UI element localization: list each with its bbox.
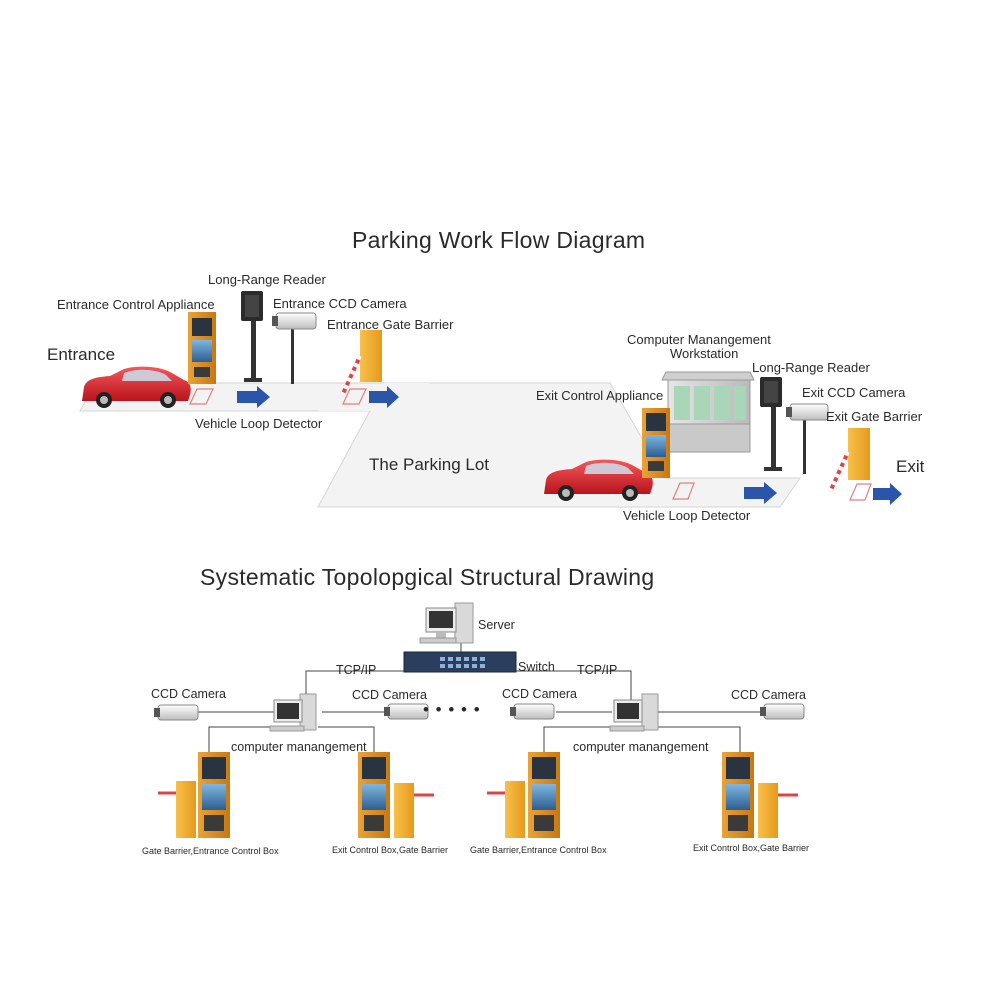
kiosk-icon-exit [642, 408, 670, 478]
kiosk-icon-entrance [188, 312, 216, 384]
server-label: Server [478, 618, 515, 632]
arrow-icon [369, 386, 399, 408]
unit-icon-4 [722, 752, 798, 838]
workstation-label-line1: Computer Manangement [627, 332, 771, 347]
protocol-label-right: TCP/IP [577, 663, 618, 677]
camera-icon-exit [786, 403, 829, 474]
network-lines [195, 640, 765, 752]
gate-barrier-icon-exit [828, 428, 870, 493]
camera-label-2: CCD Camera [352, 688, 428, 702]
booth-icon [661, 371, 755, 453]
camera-label-1: CCD Camera [151, 687, 227, 701]
gate-barrier-icon-entrance [340, 330, 382, 397]
exit-camera-label: Exit CCD Camera [802, 385, 906, 400]
switch-icon [403, 651, 517, 673]
workstation-label-line2: Workstation [670, 346, 739, 361]
ccd-camera-icon-1 [154, 704, 199, 721]
server-icon [419, 602, 474, 644]
exit-reader-label: Long-Range Reader [752, 360, 870, 375]
unit-label-2: Exit Control Box,Gate Barrier [332, 845, 449, 855]
arrow-icon [237, 386, 270, 408]
reader-icon-exit [760, 377, 782, 471]
entrance-barrier-label: Entrance Gate Barrier [327, 317, 454, 332]
entrance-loop-label: Vehicle Loop Detector [195, 416, 323, 431]
computer-label-left: computer manangement [231, 740, 367, 754]
unit-label-1: Gate Barrier,Entrance Control Box [142, 846, 279, 856]
topology-title: Systematic Topolopgical Structural Drawi… [200, 564, 655, 590]
car-icon-entrance [82, 366, 191, 408]
computer-icon-left [269, 693, 317, 732]
unit-label-3: Gate Barrier,Entrance Control Box [470, 845, 607, 855]
entrance-reader-label: Long-Range Reader [208, 272, 326, 287]
computer-label-right: computer manangement [573, 740, 709, 754]
workflow-title: Parking Work Flow Diagram [352, 227, 646, 253]
exit-label: Exit [896, 457, 925, 476]
entrance-label: Entrance [47, 345, 116, 364]
reader-icon-entrance [241, 291, 263, 382]
switch-label: Switch [518, 660, 555, 674]
ccd-camera-icon-4 [760, 703, 805, 720]
exit-barrier-label: Exit Gate Barrier [826, 409, 923, 424]
ccd-camera-icon-3 [510, 703, 555, 720]
unit-label-4: Exit Control Box,Gate Barrier [693, 843, 810, 853]
unit-icon-3 [487, 752, 560, 838]
direction-arrows [237, 386, 902, 505]
unit-icon-2 [358, 752, 434, 838]
car-icon-exit [544, 459, 653, 501]
unit-icon-1 [158, 752, 230, 838]
arrow-icon [873, 483, 902, 505]
ellipsis: • • • • • [423, 700, 481, 719]
ccd-camera-icon-2 [384, 703, 429, 720]
loop-detector-entrance [189, 388, 367, 405]
entrance-camera-label: Entrance CCD Camera [273, 296, 407, 311]
loop-detector-exit [672, 482, 872, 501]
camera-label-3: CCD Camera [502, 687, 578, 701]
parking-lot-label: The Parking Lot [369, 455, 490, 474]
camera-label-4: CCD Camera [731, 688, 807, 702]
exit-loop-label: Vehicle Loop Detector [623, 508, 751, 523]
exit-appliance-label: Exit Control Appliance [536, 388, 664, 403]
computer-icon-right [609, 693, 659, 732]
protocol-label-left: TCP/IP [336, 663, 377, 677]
camera-icon-entrance [272, 312, 317, 384]
arrow-icon [744, 482, 777, 504]
entrance-appliance-label: Entrance Control Appliance [57, 297, 215, 312]
